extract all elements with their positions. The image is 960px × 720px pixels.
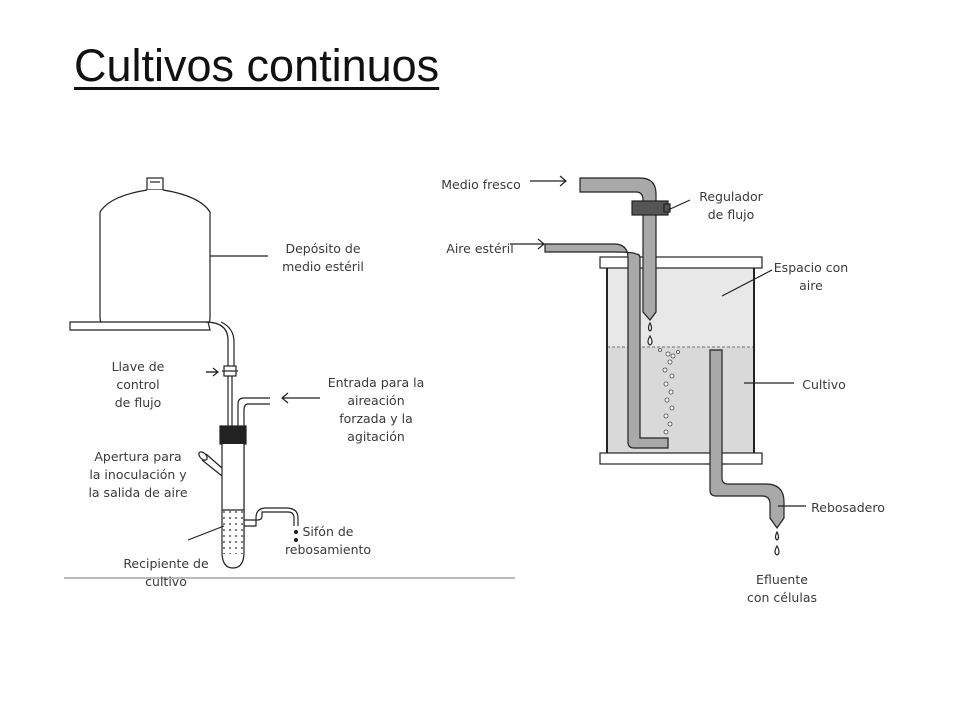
stopper — [219, 425, 247, 445]
label-deposito: Depósito de medio estéril — [282, 241, 364, 274]
label-apertura: Apertura para la inoculación y la salida… — [88, 449, 188, 500]
vessel-top-plate — [599, 256, 763, 269]
label-recipiente: Recipiente de cultivo — [123, 556, 209, 589]
left-arrows — [206, 367, 320, 404]
shelf — [69, 321, 211, 331]
right-arrows — [510, 175, 806, 507]
effluent-drop — [774, 530, 780, 541]
flow-valve — [222, 365, 238, 377]
aeration-tube — [237, 397, 270, 540]
left-apparatus — [64, 177, 515, 579]
label-aire-esteril: Aire estéril — [446, 241, 514, 256]
inoculation-arm — [201, 453, 223, 477]
fresh-medium-pipe — [579, 177, 657, 321]
air-bubbles — [658, 348, 680, 435]
right-apparatus — [544, 177, 785, 556]
medium-drop — [647, 321, 653, 332]
overflow-pipe — [709, 349, 785, 530]
label-medio-fresco: Medio fresco — [441, 177, 521, 192]
label-sifon: Sifón de rebosamiento — [284, 524, 372, 557]
label-efluente: Efluente con células — [746, 572, 818, 605]
sterile-medium-bottle — [99, 177, 211, 327]
label-espacio-aire: Espacio con aire — [773, 260, 849, 293]
label-regulador: Regulador de flujo — [699, 189, 763, 222]
label-llave: Llave de control de flujo — [111, 359, 165, 410]
label-rebosadero: Rebosadero — [811, 500, 885, 515]
flow-regulator — [631, 200, 669, 216]
vessel-bottom-plate — [599, 452, 763, 465]
overflow-siphon — [244, 507, 299, 527]
label-entrada: Entrada para la aireación forzada y la a… — [327, 375, 425, 444]
label-cultivo: Cultivo — [802, 377, 846, 392]
feed-tube — [204, 321, 235, 368]
slide-title: Cultivos continuos — [74, 40, 440, 91]
sterile-air-pipe — [544, 243, 669, 449]
